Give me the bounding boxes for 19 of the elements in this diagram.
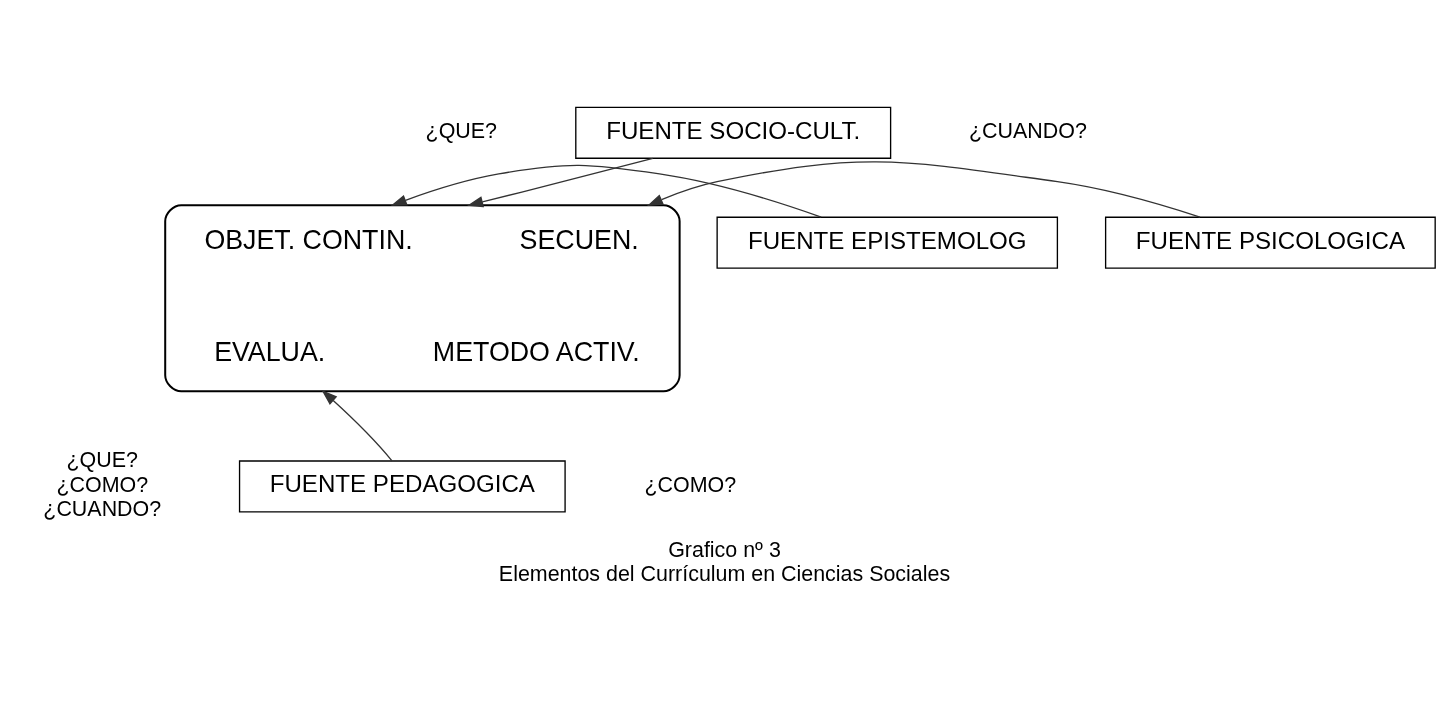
label: ¿QUE? <box>425 118 497 143</box>
label: ¿CUANDO? <box>969 118 1087 143</box>
node-box: FUENTE SOCIO-CULT. <box>575 106 892 159</box>
node-box: FUENTE PEDAGOGICA <box>238 460 566 513</box>
cluster <box>164 204 681 393</box>
node-text: OBJET. CONTIN. <box>204 225 413 256</box>
arrow <box>467 157 654 208</box>
node-box: FUENTE EPISTEMOLOG <box>716 216 1059 269</box>
node-text: SECUEN. <box>519 225 639 256</box>
caption: Elementos del Currículum en Ciencias Sociales <box>498 562 951 587</box>
label: ¿COMO? <box>644 472 737 497</box>
node-text: METODO ACTIV. <box>432 336 640 367</box>
diagram-title: Grafico nº 3 <box>668 538 781 563</box>
label: ¿QUE? ¿COMO? ¿CUANDO? <box>43 448 162 521</box>
arrow <box>390 164 822 218</box>
arrow <box>647 161 1201 218</box>
node-box: FUENTE PSICOLOGICA <box>1104 216 1436 269</box>
node-text: EVALUA. <box>214 336 326 367</box>
arrow <box>321 390 393 462</box>
